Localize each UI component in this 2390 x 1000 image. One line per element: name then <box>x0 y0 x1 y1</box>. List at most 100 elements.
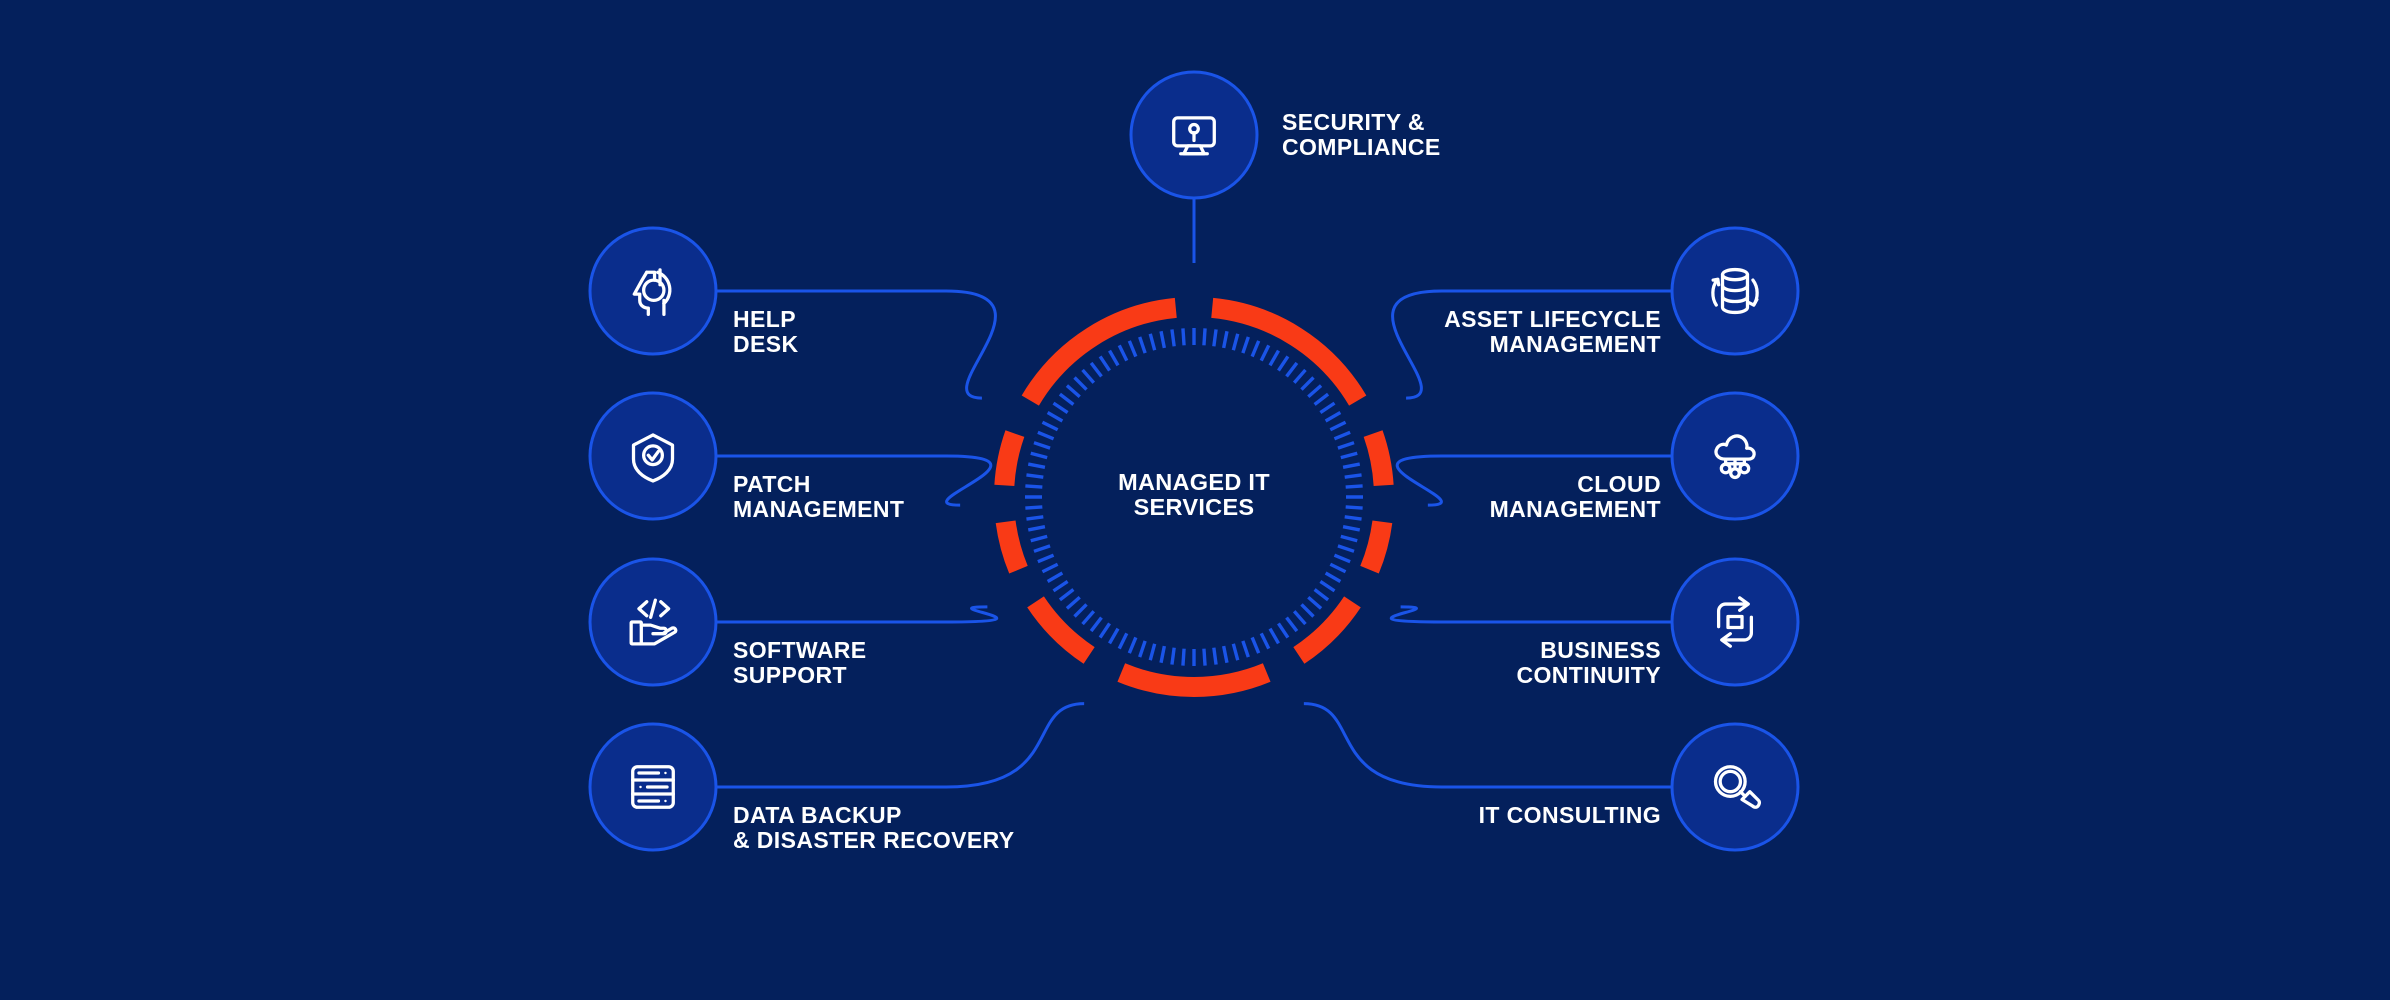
hub-tick <box>1268 349 1280 367</box>
hub-tick <box>1081 610 1096 626</box>
service-node-security-compliance[interactable]: SECURITY &COMPLIANCE <box>1129 70 1441 200</box>
node-label-line: DATA BACKUP <box>733 802 902 828</box>
hub-tick <box>1026 473 1044 479</box>
node-circle-business-continuity[interactable] <box>1670 557 1800 687</box>
node-label-line: CLOUD <box>1577 471 1661 497</box>
node-circle-cloud-management[interactable] <box>1670 391 1800 521</box>
hub-tick <box>1027 524 1046 532</box>
hub-tick <box>1333 553 1351 564</box>
hub-tick <box>1033 544 1051 553</box>
node-label-line: MANAGEMENT <box>733 496 904 522</box>
node-circle-it-consulting[interactable] <box>1670 722 1800 852</box>
hub-tick <box>1250 340 1261 358</box>
hub-tick <box>1285 616 1299 633</box>
hub-tick <box>1333 430 1351 441</box>
hub-tick <box>1138 640 1147 658</box>
hub-tick <box>1037 430 1055 441</box>
monitor-keyhole-icon <box>1172 116 1216 156</box>
hub-tick <box>1170 329 1176 347</box>
node-label-line: COMPLIANCE <box>1282 134 1441 160</box>
hub-tick <box>1159 645 1167 664</box>
hub-tick <box>1148 333 1157 351</box>
database-cycle-icon <box>1711 267 1759 315</box>
hub-tick <box>1108 627 1120 645</box>
hub-tick <box>1027 462 1046 470</box>
hub-tick <box>1285 361 1299 378</box>
hub-tick <box>1241 640 1250 658</box>
hub-tick <box>1313 392 1330 406</box>
node-circle-patch-management[interactable] <box>588 391 718 521</box>
node-label-line: BUSINESS <box>1540 637 1661 663</box>
hub-tick <box>1058 588 1075 602</box>
hub-tick-marks <box>1025 328 1363 666</box>
hub-tick <box>1319 580 1336 593</box>
connector-data-backup-disaster-recovery <box>716 702 1085 789</box>
hub-tick <box>1170 647 1176 665</box>
ring-segment-1 <box>1293 596 1361 664</box>
refresh-loop-arrows-icon <box>1716 596 1754 648</box>
hub-tick <box>1319 401 1336 414</box>
hub-tick <box>1159 330 1167 349</box>
hub-tick <box>1342 462 1361 470</box>
hub-tick <box>1033 441 1051 450</box>
connector-lines-group <box>716 198 1672 789</box>
hub-tick <box>1089 361 1103 378</box>
hub-tick <box>1231 333 1240 351</box>
hub-tick <box>1250 636 1261 654</box>
hub-tick <box>1345 484 1363 489</box>
connector-help-desk <box>716 289 997 400</box>
connector-software-support <box>716 605 999 624</box>
hub-tick <box>1138 336 1147 354</box>
ring-segment-8 <box>1363 430 1394 487</box>
hub-tick <box>1025 505 1043 510</box>
hub-tick <box>1337 544 1355 553</box>
hub-tick <box>1026 515 1044 521</box>
node-label-line: SUPPORT <box>733 662 847 688</box>
hub-tick <box>1307 595 1323 610</box>
connector-patch-management <box>716 454 993 507</box>
hub-tick <box>1030 451 1048 460</box>
hub-tick <box>1058 392 1075 406</box>
hub-tick <box>1300 376 1315 391</box>
node-label-line: MANAGEMENT <box>1490 496 1661 522</box>
hub-tick <box>1259 632 1271 650</box>
hub-tick <box>1117 344 1129 362</box>
hub-tick <box>1344 473 1362 479</box>
shield-check-icon <box>631 433 675 483</box>
node-label-line: DESK <box>733 331 799 357</box>
service-node-data-backup-disaster-recovery[interactable]: DATA BACKUP& DISASTER RECOVERY <box>588 722 1015 853</box>
node-label-line: HELP <box>733 306 796 332</box>
cloud-network-icon <box>1714 434 1756 480</box>
hub-tick <box>1337 441 1355 450</box>
service-node-it-consulting[interactable]: IT CONSULTING <box>1479 722 1800 852</box>
hub-center-label: MANAGED IT SERVICES <box>1118 469 1270 520</box>
ring-segment-3 <box>1027 596 1095 664</box>
node-label-security-compliance: SECURITY &COMPLIANCE <box>1282 109 1441 160</box>
hub-label-line1: MANAGED IT <box>1118 469 1270 495</box>
hub-tick <box>1329 562 1347 574</box>
hub-tick <box>1127 636 1138 654</box>
hub-tick <box>1324 411 1342 423</box>
node-label-line: CONTINUITY <box>1516 662 1661 688</box>
hub-tick <box>1073 603 1088 618</box>
headset-support-icon <box>632 268 672 317</box>
hub-tick <box>1089 616 1103 633</box>
hub-tick <box>1030 534 1048 543</box>
hub-tick <box>1344 515 1362 521</box>
node-circle-software-support[interactable] <box>588 557 718 687</box>
hub-tick <box>1108 349 1120 367</box>
node-label-line: & DISASTER RECOVERY <box>733 827 1015 853</box>
hub-tick <box>1268 627 1280 645</box>
node-circle-help-desk[interactable] <box>588 226 718 356</box>
hub-tick <box>1052 580 1069 593</box>
